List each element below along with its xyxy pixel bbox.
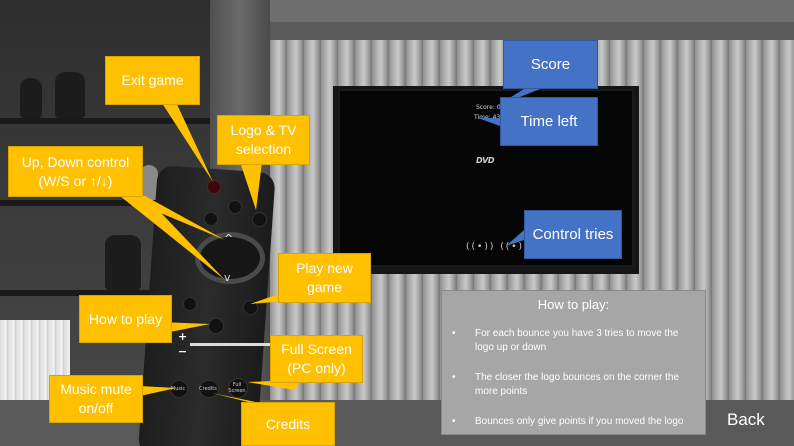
callout-credits: Credits — [241, 402, 335, 446]
exit-game-button[interactable] — [207, 180, 221, 194]
how-to-play-panel: How to play: •For each bounce you have 3… — [441, 290, 706, 435]
control-tries-icons: ((•)) ((•)) ((•)) — [466, 242, 564, 252]
vase — [105, 235, 141, 290]
vase — [20, 78, 42, 118]
callout-exit-game: Exit game — [105, 56, 200, 105]
time-readout: Time: 43 s — [474, 114, 506, 121]
how-to-play-button[interactable] — [208, 318, 224, 334]
wall-ledge — [250, 0, 794, 22]
vase — [55, 72, 85, 118]
shelf-board — [0, 118, 215, 124]
list-item: •Bounces only give points if you moved t… — [452, 416, 684, 427]
full-screen-button[interactable] — [228, 378, 248, 398]
callout-score: Score — [503, 40, 598, 89]
volume-bar — [190, 343, 280, 346]
music-mute-pointer — [140, 386, 176, 396]
list-item: •For each bounce you have 3 tries to mov… — [452, 328, 679, 353]
panel-title: How to play: — [537, 297, 610, 312]
callout-how-to-play: How to play — [79, 295, 172, 343]
tries-pointer — [506, 230, 524, 246]
logo-tv-selection-button[interactable] — [252, 212, 267, 227]
score-readout: Score: 0 — [476, 104, 501, 111]
callout-control-tries: Control tries — [524, 210, 622, 259]
vase — [140, 165, 158, 200]
callout-music-mute: Music mute on/off — [49, 375, 143, 423]
list-item: •The closer the logo bounces on the corn… — [452, 372, 680, 397]
logo-pointer — [240, 162, 262, 210]
bullet-text: The closer the logo bounces on the corne… — [475, 372, 680, 397]
back-button[interactable]: Back — [727, 410, 765, 429]
callout-play-new: Play new game — [278, 253, 371, 303]
callout-time-left: Time left — [500, 97, 598, 146]
play-new-game-button[interactable] — [243, 300, 258, 315]
updown-pointer-down — [120, 196, 225, 280]
panel-list: •For each bounce you have 3 tries to mov… — [450, 327, 700, 429]
credits-button-label: Credits — [199, 386, 217, 392]
how-to-play-pointer — [160, 322, 210, 332]
exit-pointer — [160, 100, 213, 182]
shelf-board — [0, 290, 215, 296]
remote-button[interactable] — [183, 297, 197, 311]
volume-minus-icon[interactable]: − — [178, 345, 188, 358]
bullet-text: Bounces only give points if you moved th… — [475, 416, 684, 427]
dpad-down-icon[interactable]: v — [224, 271, 231, 284]
callout-updown: Up, Down control (W/S or ↑/↓) — [8, 146, 143, 197]
remote-button[interactable] — [228, 200, 242, 214]
bullet-text: For each bounce you have 3 tries to move… — [475, 328, 679, 353]
shelf-board — [0, 200, 215, 206]
dpad-up-icon[interactable]: ^ — [224, 232, 234, 245]
music-button-label: Music — [170, 386, 186, 392]
callout-full-screen: Full Screen (PC only) — [270, 335, 363, 383]
time-pointer — [478, 118, 500, 126]
remote-button[interactable] — [204, 212, 218, 226]
full-screen-button-label: Full Screen — [228, 382, 246, 394]
callout-logo-tv: Logo & TV selection — [217, 115, 310, 165]
wall-ledge-shadow — [250, 22, 794, 40]
volume-plus-icon[interactable]: + — [178, 330, 188, 343]
dvd-logo: DVD — [476, 156, 494, 165]
